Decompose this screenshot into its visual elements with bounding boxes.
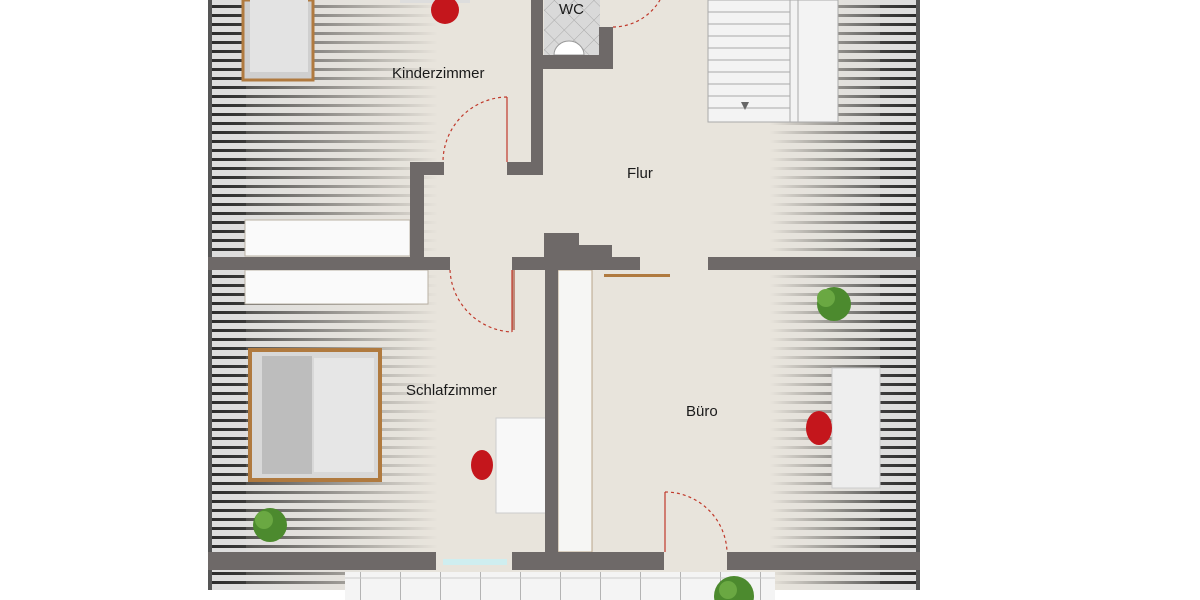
balcony — [345, 572, 775, 600]
wardrobe-kinderzimmer — [244, 219, 411, 257]
bed-kinderzimmer — [241, 0, 315, 82]
room-label-schlafzimmer: Schlafzimmer — [406, 382, 497, 399]
sliding-door — [604, 274, 670, 277]
room-label-flur: Flur — [627, 165, 653, 182]
staircase — [707, 0, 839, 123]
walls — [208, 0, 920, 590]
chair-icon — [431, 0, 832, 480]
room-label-buero: Büro — [686, 403, 718, 420]
room-label-kinderzimmer: Kinderzimmer — [392, 65, 485, 82]
desk-buero — [831, 367, 881, 489]
bed-schlafzimmer — [248, 348, 382, 482]
wardrobe-schlafzimmer — [244, 269, 429, 305]
plant-icon — [253, 287, 851, 600]
toilet — [553, 40, 585, 56]
shelf-hallway — [557, 269, 593, 553]
room-label-wc: WC — [559, 1, 584, 18]
door-swing — [442, 0, 728, 553]
window — [443, 559, 507, 565]
desk-schlafzimmer — [495, 417, 547, 514]
